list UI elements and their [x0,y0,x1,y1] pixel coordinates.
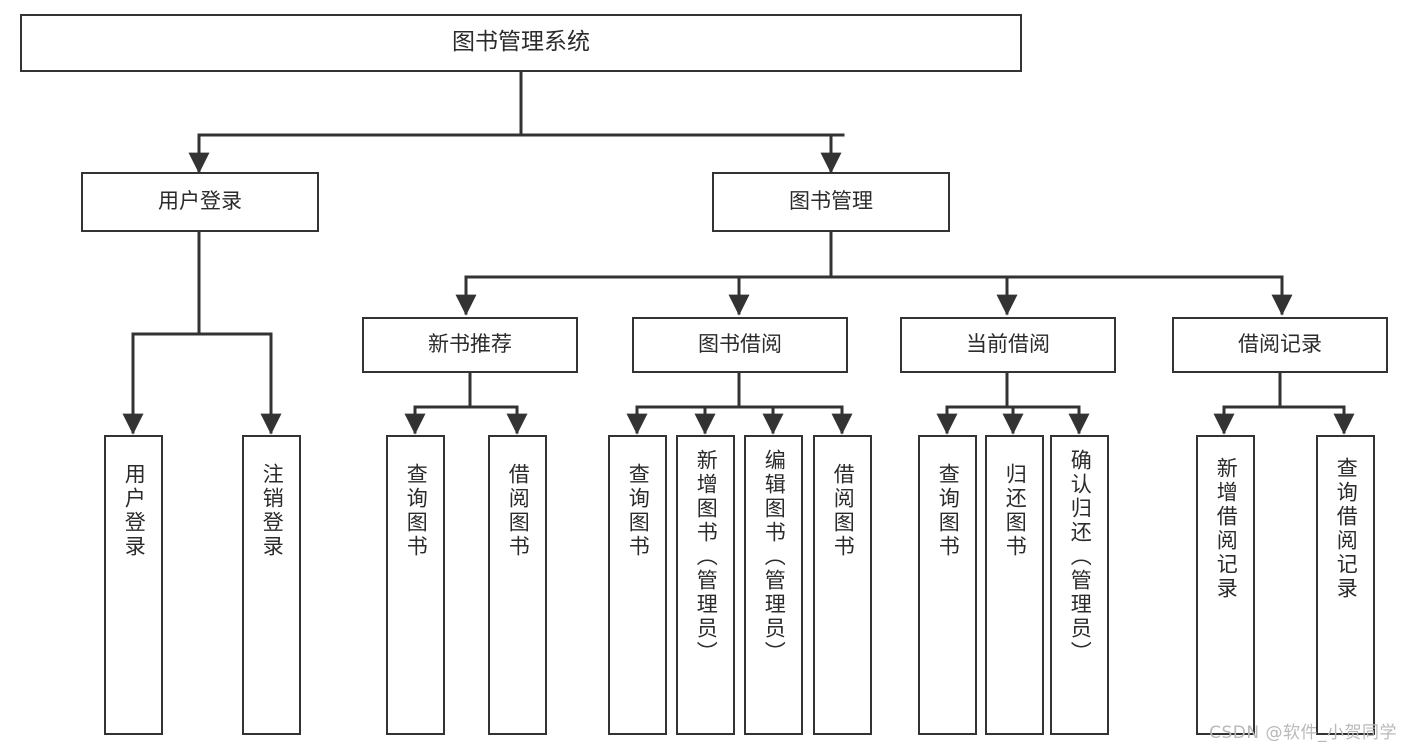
leaf-user-login-logout-label: 注销登录 [260,463,285,559]
leaf-borrow-query-book[interactable]: 查询图书 [608,435,667,735]
leaf-record-query-record-label: 查询借阅记录 [1334,457,1359,601]
leaf-borrow-add-book-admin[interactable]: 新增图书（管理员） [676,435,735,735]
leaf-new-book-borrow-book-label: 借阅图书 [506,463,531,559]
node-root[interactable]: 图书管理系统 [20,14,1022,72]
leaf-current-query-book-label: 查询图书 [936,463,961,559]
leaf-current-return-book[interactable]: 归还图书 [985,435,1044,735]
node-borrow-record-label: 借阅记录 [1238,332,1322,357]
node-new-book-recommend[interactable]: 新书推荐 [362,317,578,373]
node-book-management[interactable]: 图书管理 [712,172,950,232]
leaf-borrow-query-book-label: 查询图书 [626,463,651,559]
leaf-current-confirm-return-admin[interactable]: 确认归还（管理员） [1050,435,1109,735]
leaf-current-query-book[interactable]: 查询图书 [918,435,977,735]
leaf-current-return-book-label: 归还图书 [1003,463,1028,559]
leaf-user-login-login[interactable]: 用户登录 [104,435,163,735]
leaf-borrow-edit-book-admin-label: 编辑图书（管理员） [762,449,787,665]
node-current-borrow-label: 当前借阅 [966,332,1050,357]
node-user-login-label: 用户登录 [158,189,242,214]
leaf-record-query-record[interactable]: 查询借阅记录 [1316,435,1375,735]
leaf-new-book-query-book-label: 查询图书 [404,463,429,559]
leaf-borrow-add-book-admin-label: 新增图书（管理员） [694,449,719,665]
leaf-record-add-record[interactable]: 新增借阅记录 [1196,435,1255,735]
leaf-current-confirm-return-admin-label: 确认归还（管理员） [1068,449,1093,665]
leaf-borrow-borrow-book[interactable]: 借阅图书 [813,435,872,735]
leaf-borrow-borrow-book-label: 借阅图书 [831,463,856,559]
node-book-borrow[interactable]: 图书借阅 [632,317,848,373]
node-new-book-recommend-label: 新书推荐 [428,332,512,357]
leaf-user-login-login-label: 用户登录 [122,463,147,559]
leaf-new-book-query-book[interactable]: 查询图书 [386,435,445,735]
node-root-label: 图书管理系统 [452,29,590,56]
csdn-watermark: CSDN @软件_小贺同学 [1209,723,1397,743]
node-book-borrow-label: 图书借阅 [698,332,782,357]
leaf-new-book-borrow-book[interactable]: 借阅图书 [488,435,547,735]
leaf-record-add-record-label: 新增借阅记录 [1214,457,1239,601]
leaf-user-login-logout[interactable]: 注销登录 [242,435,301,735]
leaf-borrow-edit-book-admin[interactable]: 编辑图书（管理员） [744,435,803,735]
node-user-login[interactable]: 用户登录 [81,172,319,232]
node-current-borrow[interactable]: 当前借阅 [900,317,1116,373]
node-borrow-record[interactable]: 借阅记录 [1172,317,1388,373]
node-book-management-label: 图书管理 [789,189,873,214]
